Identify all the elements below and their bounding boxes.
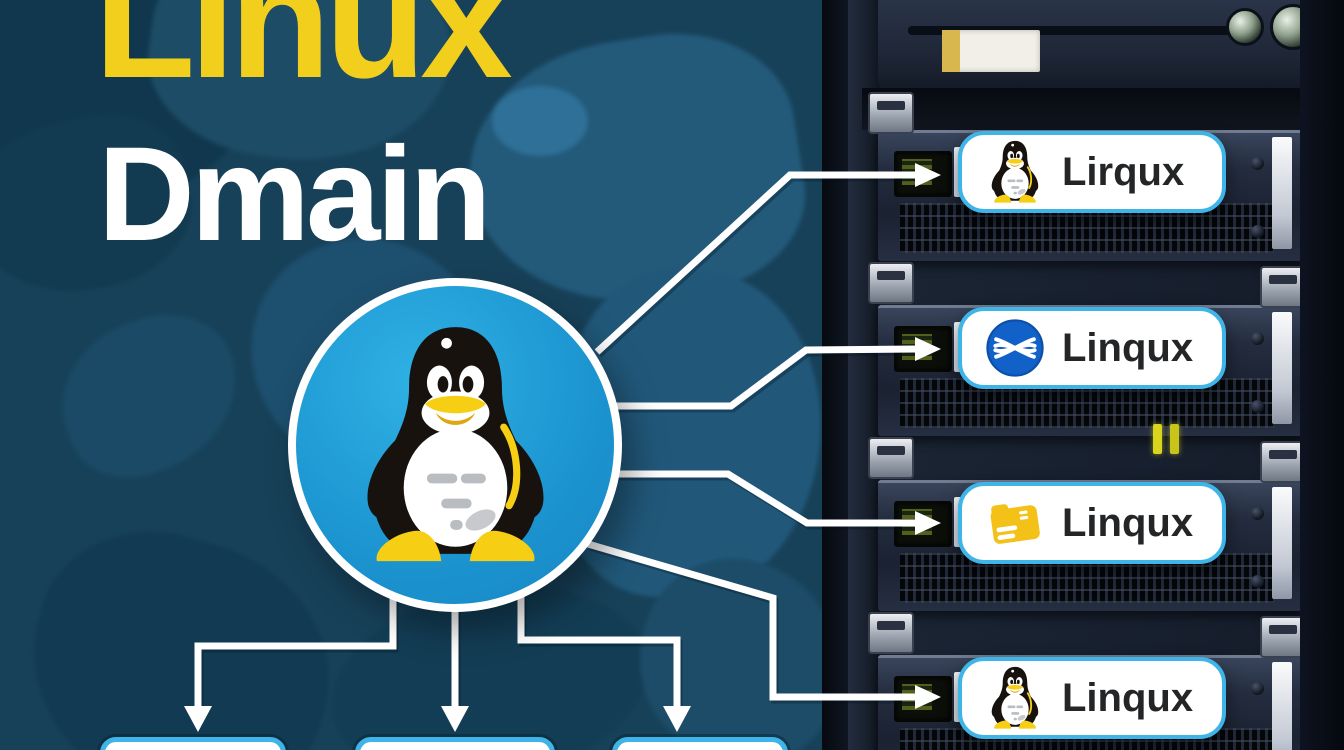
bottom-box-1 xyxy=(100,737,286,750)
tux-penguin-icon xyxy=(984,139,1046,205)
tux-penguin-icon xyxy=(348,320,563,570)
rack-latch xyxy=(868,612,914,654)
rack-top-device xyxy=(878,0,1316,88)
rack-label-2: Linqux xyxy=(958,307,1226,389)
screw-icon xyxy=(1251,225,1264,238)
title-domain: Dmain xyxy=(98,120,492,269)
rack-right-edge xyxy=(1300,0,1344,750)
bottom-box-3 xyxy=(612,737,788,750)
server-side-stripe xyxy=(1272,137,1292,249)
rack-label-1: Lirqux xyxy=(958,131,1226,213)
rack-label-text: Lirqux xyxy=(1062,150,1185,194)
map-landmass xyxy=(492,86,588,156)
status-led xyxy=(1153,424,1162,454)
rack-label-text: Linqux xyxy=(1062,676,1194,720)
title-linux: Linux xyxy=(94,0,513,113)
server-lcd xyxy=(894,326,952,372)
server-side-stripe xyxy=(1272,487,1292,599)
map-landmass xyxy=(0,503,361,750)
screw-icon xyxy=(1251,332,1264,345)
screw-icon xyxy=(1251,157,1264,170)
bottom-box-2 xyxy=(355,737,555,750)
rack-label-3: Linqux xyxy=(958,482,1226,564)
network-knot-icon xyxy=(984,315,1046,381)
server-side-stripe xyxy=(1272,662,1292,750)
rack-label-text: Linqux xyxy=(1062,501,1194,545)
rack-left-edge xyxy=(822,0,848,750)
map-landmass xyxy=(39,293,261,497)
rack-label-text: Linqux xyxy=(1062,326,1194,370)
linux-hub-circle xyxy=(288,278,622,612)
rack-shelf-gap xyxy=(862,88,1322,130)
screw-icon xyxy=(1251,400,1264,413)
tux-penguin-icon xyxy=(984,665,1046,731)
device-label-sticker xyxy=(942,30,1040,72)
server-lcd xyxy=(894,676,952,722)
power-button xyxy=(1226,8,1264,46)
server-lcd xyxy=(894,501,952,547)
rack-latch xyxy=(868,92,914,134)
drive-slot xyxy=(908,26,1238,35)
rack-latch xyxy=(1260,616,1306,658)
screw-icon xyxy=(1251,507,1264,520)
screw-icon xyxy=(1251,682,1264,695)
server-side-stripe xyxy=(1272,312,1292,424)
rack-latch xyxy=(868,437,914,479)
status-led xyxy=(1170,424,1179,454)
yellow-folder-icon xyxy=(984,490,1046,556)
rack-label-4: Linqux xyxy=(958,657,1226,739)
rack-latch xyxy=(868,262,914,304)
server-lcd xyxy=(894,151,952,197)
screw-icon xyxy=(1251,575,1264,588)
world-map-background xyxy=(0,0,856,750)
